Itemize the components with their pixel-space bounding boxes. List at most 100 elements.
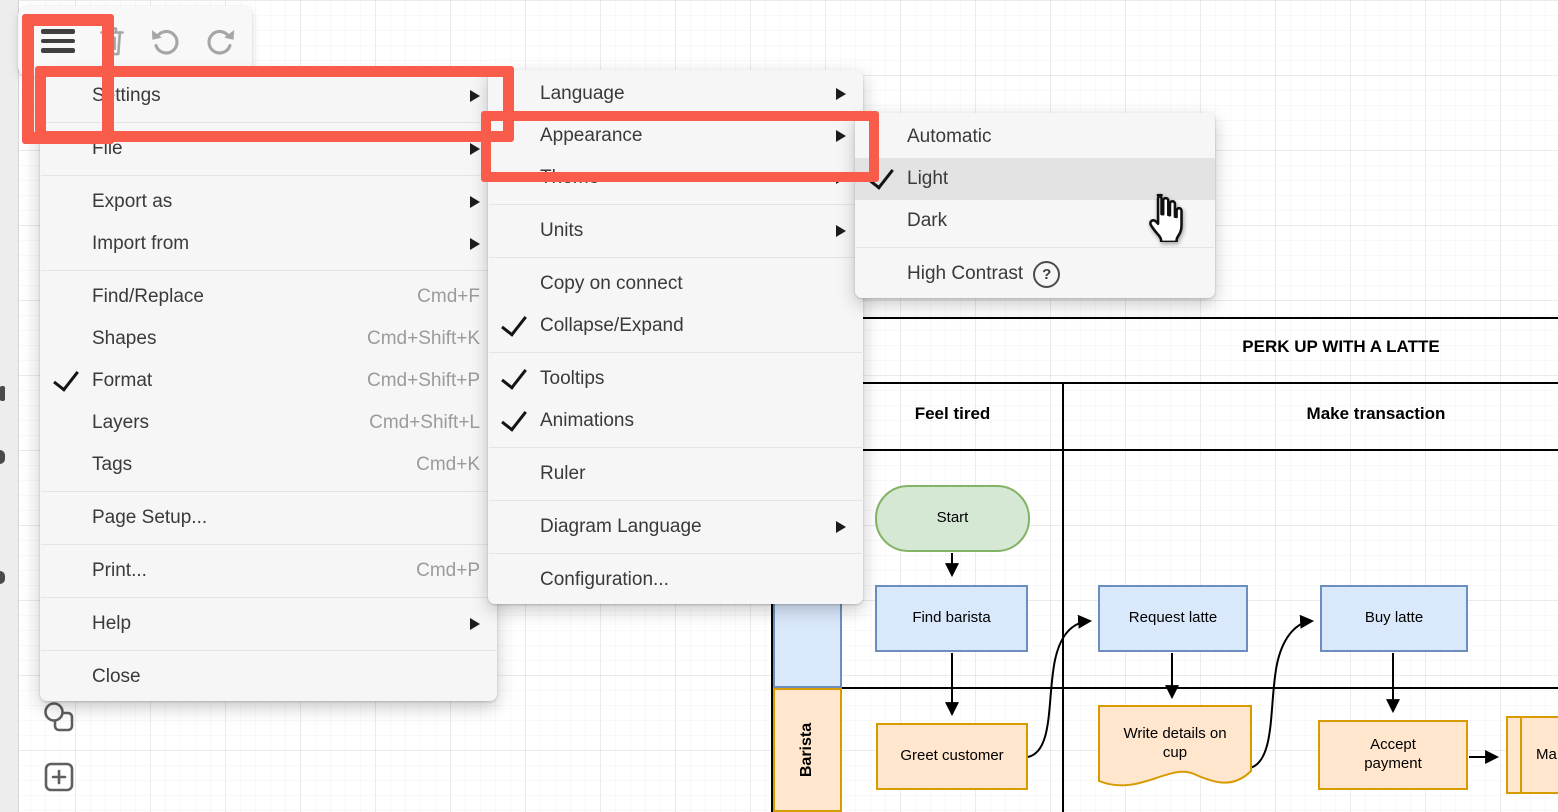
menu-item-animations[interactable]: Animations bbox=[488, 400, 863, 442]
node-label: Accept payment bbox=[1364, 736, 1422, 772]
menu-item-diagram-language[interactable]: Diagram Language bbox=[488, 506, 863, 548]
node-accept-payment[interactable]: Accept payment bbox=[1318, 720, 1468, 790]
menu-item-label: High Contrast bbox=[907, 263, 1024, 284]
submenu-arrow-icon bbox=[470, 238, 480, 250]
hidden-icon-fragment bbox=[0, 386, 5, 401]
menu-item-print[interactable]: Print... Cmd+P bbox=[40, 550, 497, 592]
menu-shortcut: Cmd+P bbox=[416, 560, 480, 581]
node-label: Request latte bbox=[1128, 609, 1218, 627]
menu-item-dark[interactable]: Dark bbox=[855, 200, 1215, 242]
hidden-icon-fragment bbox=[0, 450, 5, 464]
lane-band-barista[interactable]: Barista bbox=[773, 688, 842, 812]
submenu-arrow-icon bbox=[836, 225, 846, 237]
menu-item-close[interactable]: Close bbox=[40, 656, 497, 698]
menu-item-label: Close bbox=[92, 666, 141, 687]
menu-item-appearance[interactable]: Appearance bbox=[488, 115, 863, 157]
node-start[interactable]: Start bbox=[875, 485, 1030, 552]
menu-item-label: Light bbox=[907, 168, 949, 189]
node-label: Buy latte bbox=[1364, 609, 1424, 627]
menu-separator bbox=[489, 447, 862, 448]
menu-item-label: Print... bbox=[92, 560, 147, 581]
hamburger-menu-button[interactable] bbox=[36, 19, 80, 63]
node-find-barista[interactable]: Find barista bbox=[875, 585, 1028, 652]
menu-item-label: Tags bbox=[92, 454, 133, 475]
menu-item-label: Language bbox=[540, 83, 625, 104]
menu-item-configuration[interactable]: Configuration... bbox=[488, 559, 863, 601]
menu-item-label: Dark bbox=[907, 210, 948, 231]
menu-item-export-as[interactable]: Export as bbox=[40, 181, 497, 223]
annotation-highlight-hamburger bbox=[22, 14, 114, 144]
submenu-arrow-icon bbox=[836, 130, 846, 142]
checkmark-icon bbox=[501, 309, 527, 337]
appearance-submenu: Automatic Light Dark High Contrast ? bbox=[855, 113, 1215, 298]
redo-button[interactable] bbox=[198, 19, 242, 63]
node-greet-customer[interactable]: Greet customer bbox=[876, 723, 1028, 790]
menu-shortcut: Cmd+F bbox=[417, 286, 480, 307]
menu-item-automatic[interactable]: Automatic bbox=[855, 116, 1215, 158]
menu-separator bbox=[41, 175, 496, 176]
menu-separator bbox=[489, 500, 862, 501]
node-request-latte[interactable]: Request latte bbox=[1098, 585, 1248, 652]
menu-shortcut: Cmd+Shift+K bbox=[367, 328, 480, 349]
menu-item-tooltips[interactable]: Tooltips bbox=[488, 358, 863, 400]
menu-item-light[interactable]: Light bbox=[855, 158, 1215, 200]
phase-header-make-transaction[interactable]: Make transaction bbox=[1306, 404, 1446, 423]
submenu-arrow-icon bbox=[470, 618, 480, 630]
menu-separator bbox=[41, 491, 496, 492]
menu-item-label: Export as bbox=[92, 191, 173, 212]
node-label: Find barista bbox=[912, 609, 991, 627]
menu-item-label: Layers bbox=[92, 412, 150, 433]
menu-item-copy-on-connect[interactable]: Copy on connect bbox=[488, 263, 863, 305]
settings-submenu: Language Appearance Theme Units Copy on … bbox=[488, 70, 863, 604]
menu-item-collapse-expand[interactable]: Collapse/Expand bbox=[488, 305, 863, 347]
node-label: Ma bbox=[1536, 745, 1557, 763]
menu-item-high-contrast[interactable]: High Contrast ? bbox=[855, 253, 1215, 295]
menu-item-tags[interactable]: Tags Cmd+K bbox=[40, 444, 497, 486]
menu-separator bbox=[489, 204, 862, 205]
menu-item-label: Help bbox=[92, 613, 132, 634]
checkmark-icon bbox=[501, 362, 527, 390]
annotation-highlight-appearance bbox=[481, 111, 879, 182]
submenu-arrow-icon bbox=[836, 521, 846, 533]
hidden-icon-fragment bbox=[0, 571, 5, 584]
menu-item-label: Automatic bbox=[907, 126, 992, 147]
menu-separator bbox=[489, 553, 862, 554]
menu-item-label: Collapse/Expand bbox=[540, 315, 684, 336]
menu-item-ruler[interactable]: Ruler bbox=[488, 453, 863, 495]
menu-separator bbox=[41, 544, 496, 545]
menu-item-import-from[interactable]: Import from bbox=[40, 223, 497, 265]
lane-label: Barista bbox=[798, 722, 816, 778]
node-label: Start bbox=[936, 509, 969, 527]
add-page-icon[interactable] bbox=[42, 760, 76, 796]
submenu-arrow-icon bbox=[470, 143, 480, 155]
hamburger-menu-icon bbox=[41, 29, 75, 53]
submenu-arrow-icon bbox=[470, 90, 480, 102]
help-icon[interactable]: ? bbox=[1033, 260, 1061, 288]
undo-icon bbox=[151, 29, 179, 55]
node-write-details-on-cup[interactable]: Write details on cup bbox=[1098, 705, 1252, 794]
menu-item-units[interactable]: Units bbox=[488, 210, 863, 252]
menu-item-language[interactable]: Language bbox=[488, 73, 863, 115]
menu-shortcut: Cmd+K bbox=[416, 454, 480, 475]
left-panel-edge bbox=[0, 0, 19, 812]
checkmark-icon bbox=[53, 364, 79, 392]
node-buy-latte[interactable]: Buy latte bbox=[1320, 585, 1468, 652]
main-menu: Settings File Export as Import from Find… bbox=[40, 72, 497, 701]
phase-header-feel-tired[interactable]: Feel tired bbox=[914, 404, 991, 423]
annotation-highlight-settings bbox=[35, 66, 514, 142]
menu-item-label: Tooltips bbox=[540, 368, 605, 389]
undo-button[interactable] bbox=[144, 19, 188, 63]
redo-icon bbox=[207, 29, 235, 55]
menu-item-label: Configuration... bbox=[540, 569, 669, 590]
menu-item-help[interactable]: Help bbox=[40, 603, 497, 645]
node-make-latte-partial[interactable]: Ma bbox=[1506, 716, 1558, 794]
shapes-icon[interactable] bbox=[42, 700, 76, 736]
menu-item-page-setup[interactable]: Page Setup... bbox=[40, 497, 497, 539]
pool-title[interactable]: PERK UP WITH A LATTE bbox=[1242, 337, 1440, 356]
menu-separator bbox=[41, 270, 496, 271]
